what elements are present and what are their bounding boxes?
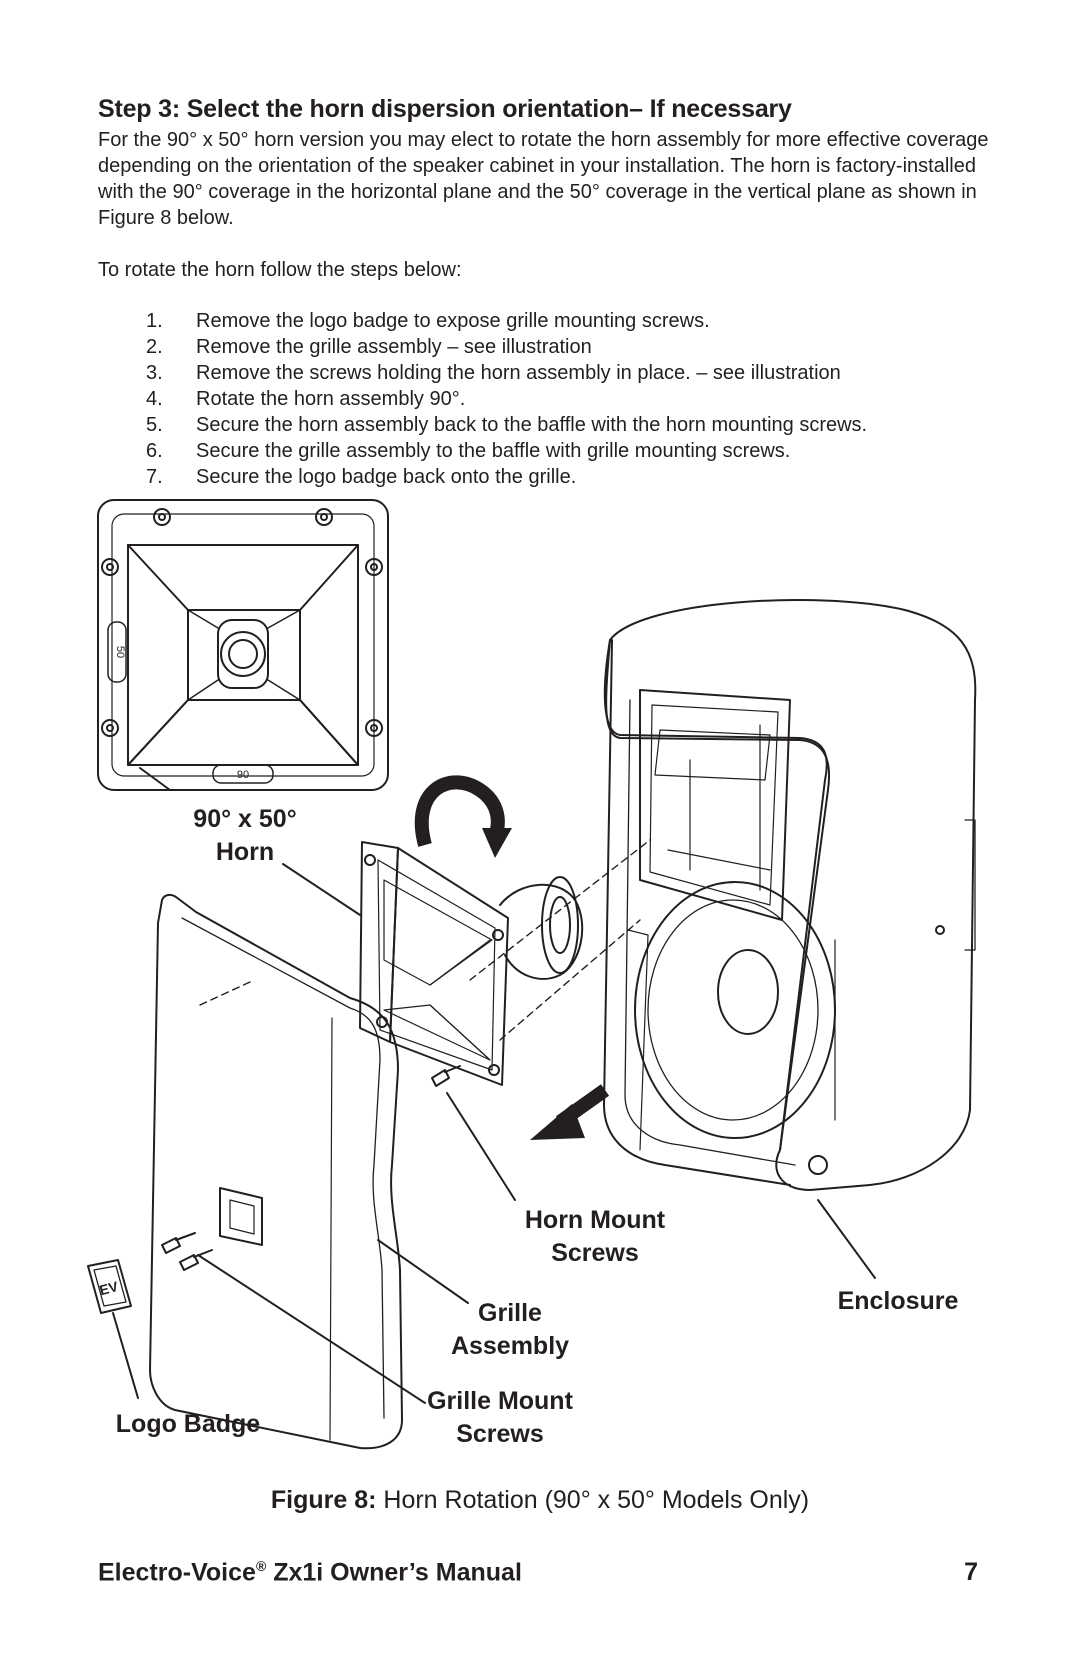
horn-50-mark: 50: [114, 646, 126, 658]
logo-badge-label: Logo Badge: [115, 1410, 261, 1438]
horn-assembly: [359, 841, 584, 1086]
horn-label-line2: Horn: [215, 838, 275, 866]
rotation-steps-list: 1. Remove the logo badge to expose grille…: [98, 308, 998, 490]
horn-detail-leader: [139, 767, 171, 791]
list-item: 1. Remove the logo badge to expose grille…: [98, 308, 998, 334]
grille-label-line2: Assembly: [450, 1332, 570, 1360]
step-text: Secure the grille assembly to the baffle…: [196, 440, 791, 462]
figure-caption-text: Horn Rotation (90° x 50° Models Only): [376, 1486, 810, 1514]
horn-detail-front-view: [97, 499, 389, 791]
rotate-arrow-icon: [414, 775, 512, 858]
ev-logo-icon: EV: [98, 1278, 121, 1298]
step-number: 5.: [146, 414, 163, 436]
step-number: 2.: [146, 336, 163, 358]
horn-rotation-illustration: 50 90: [87, 499, 977, 1450]
step-text: Remove the grille assembly – see illustr…: [196, 336, 592, 358]
horn-mount-screws-label: Horn Mount Screws: [505, 1204, 685, 1270]
step-number: 6.: [146, 440, 163, 462]
page-footer: Electro-Voice® Zx1i Owner’s Manual 7: [98, 1558, 978, 1587]
horn-mount-screw: [431, 1065, 461, 1087]
footer-brand: Electro-Voice: [98, 1558, 256, 1587]
list-item: 6. Secure the grille assembly to the baff…: [98, 438, 998, 464]
step-text: Secure the logo badge back onto the gril…: [196, 466, 577, 488]
list-item: 4. Rotate the horn assembly 90°.: [98, 386, 998, 412]
horn-label-line1: 90° x 50°: [193, 805, 297, 833]
step-text: Rotate the horn assembly 90°.: [196, 388, 466, 410]
figure-caption: Figure 8: Horn Rotation (90° x 50° Model…: [0, 1486, 1080, 1515]
page-number: 7: [964, 1558, 978, 1586]
grille-mount-label-line1: Grille Mount: [427, 1387, 573, 1415]
registered-mark: ®: [255, 1558, 267, 1574]
horn-mount-leader-line: [446, 1092, 516, 1201]
horn-leader-line: [282, 863, 361, 916]
figure-caption-number: Figure 8:: [270, 1486, 377, 1514]
grille-mount-leader-line: [197, 1254, 426, 1404]
step-number: 1.: [146, 310, 163, 332]
horn-label: 90° x 50° Horn: [170, 803, 320, 869]
step-number: 3.: [146, 362, 163, 384]
logo-badge: [87, 1259, 132, 1314]
step-number: 7.: [146, 466, 163, 488]
grille-leader-line: [377, 1239, 469, 1304]
enclosure-leader-line: [817, 1199, 876, 1279]
speaker-enclosure: [603, 599, 977, 1191]
grille-assembly-label: Grille Assembly: [430, 1297, 590, 1363]
step-text: Remove the logo badge to expose grille m…: [196, 310, 710, 332]
horn-90-mark: 90: [237, 769, 249, 781]
grille-label-line1: Grille: [478, 1299, 542, 1327]
horn-mount-label-line1: Horn Mount: [524, 1206, 666, 1234]
enclosure-label: Enclosure: [837, 1287, 959, 1315]
grille-mount-screws: [161, 1232, 213, 1271]
step-text: Remove the screws holding the horn assem…: [196, 362, 841, 384]
list-item: 3. Remove the screws holding the horn ass…: [98, 360, 998, 386]
step-heading: Step 3: Select the horn dispersion orien…: [98, 95, 792, 123]
step-number: 4.: [146, 388, 163, 410]
list-item: 7. Secure the logo badge back onto the gr…: [98, 464, 998, 490]
horn-mount-label-line2: Screws: [551, 1239, 639, 1267]
grille-mount-label-line2: Screws: [456, 1420, 544, 1448]
grille-assembly: [149, 893, 403, 1450]
logo-badge-leader-line: [112, 1312, 139, 1399]
footer-title: Zx1i Owner’s Manual: [266, 1558, 522, 1587]
steps-lead-text: To rotate the horn follow the steps belo…: [98, 259, 462, 281]
list-item: 2. Remove the grille assembly – see illus…: [98, 334, 998, 360]
step-text: Secure the horn assembly back to the baf…: [196, 414, 868, 436]
intro-paragraph: For the 90° x 50° horn version you may e…: [98, 129, 989, 229]
grille-mount-screws-label: Grille Mount Screws: [415, 1385, 585, 1451]
list-item: 5. Secure the horn assembly back to the b…: [98, 412, 998, 438]
